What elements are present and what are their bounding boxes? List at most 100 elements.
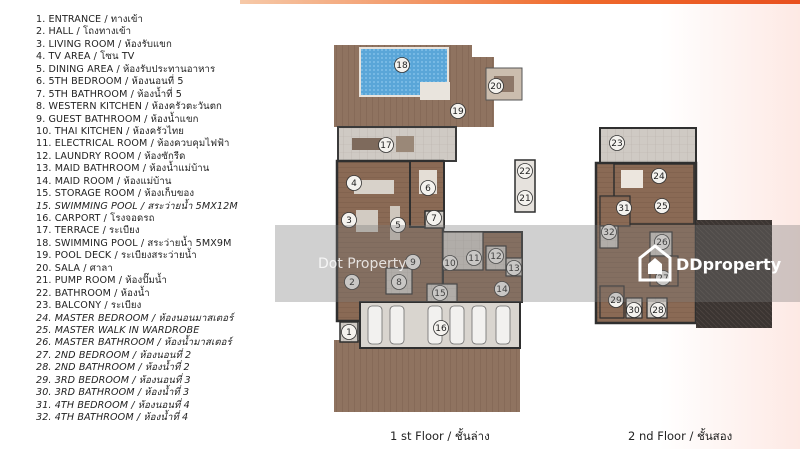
room-marker-circle [517,163,533,179]
terrace-sofa [396,136,414,152]
room-marker-circle [426,210,442,226]
room-number-label: 23 [611,139,622,149]
room-number-label: 3 [346,216,352,226]
top-accent-bar [240,0,800,4]
room-number-label: 14 [496,285,508,295]
room-number-label: 11 [468,254,479,264]
room-number-label: 30 [628,306,640,316]
legend-item: 9. GUEST BATHROOM / ห้องน้ำแขก [36,113,199,125]
second-floor-caption: 2 nd Floor / ชั้นสอง [628,429,733,443]
first-floor-caption: 1 st Floor / ชั้นล่าง [390,429,490,443]
room-number-label: 25 [656,202,667,212]
room-number-label: 29 [610,296,622,306]
room-marker-circle [391,274,407,290]
room-number-label: 5 [395,221,401,231]
room-marker-circle [466,250,482,266]
ddproperty-logo-icon [638,244,672,282]
room-marker-circle [341,212,357,228]
legend-item: 27. 2ND BEDROOM / ห้องนอนที่ 2 [36,349,192,361]
legend-item: 15. STORAGE ROOM / ห้องเก็บของ [36,188,195,200]
room-marker-circle [341,324,357,340]
legend-item: 10. THAI KITCHEN / ห้องครัวไทย [36,125,185,137]
room-number-label: 22 [519,167,530,177]
room-marker-circle [654,234,670,250]
legend-item: 11. ELECTRICAL ROOM / ห้องควบคุมไฟฟ้า [36,138,230,150]
room-marker-circle [420,180,436,196]
room-marker-circle [506,260,522,276]
room-marker-circle [488,248,504,264]
room-marker-circle [344,274,360,290]
room-number-label: 17 [380,141,391,151]
room-number-label: 1 [346,328,352,338]
legend-item: 25. MASTER WALK IN WARDROBE [36,324,200,336]
legend-item: 12. LAUNDRY ROOM / ห้องซักรีด [36,150,186,162]
legend-item: 16. CARPORT / โรงจอดรถ [36,213,155,224]
legend-item: 18. SWIMMING POOL / สระว่ายน้ำ 5MX9M [36,237,232,249]
room-marker-circle [433,320,449,336]
legend-item: 20. SALA / ศาลา [36,262,113,274]
room-marker-circle [494,281,510,297]
room-number-label: 26 [656,238,668,248]
legend-item: 29. 3RD BEDROOM / ห้องนอนที่ 3 [36,374,191,386]
room-marker-circle [378,137,394,153]
legend-item: 26. MASTER BATHROOM / ห้องน้ำมาสเตอร์ [36,337,232,349]
legend-item: 19. POOL DECK / ระเบียงสระว่ายน้ำ [36,250,197,262]
room-marker-circle [432,285,448,301]
room-marker-circle [609,135,625,151]
ddproperty-watermark: DDproperty [676,255,782,274]
room-number-label: 7 [431,214,437,224]
driveway [334,340,520,412]
terrace-table [352,138,386,150]
tv-sofa [354,180,394,194]
roof [696,220,772,328]
room-marker-circle [346,175,362,191]
room-marker-circle [626,302,642,318]
watermark-band [275,225,800,302]
legend-item: 15. SWIMMING POOL / สระว่ายน้ำ 5MX12M [36,200,238,212]
legend-item: 1. ENTRANCE / ทางเข้า [36,14,144,25]
legend-item: 8. WESTERN KITCHEN / ห้องครัวตะวันตก [36,101,222,113]
room-marker-circle [405,254,421,270]
room-number-label: 16 [435,324,447,334]
room-marker-circle [488,78,504,94]
legend-item: 17. TERRACE / ระเบียง [36,225,140,237]
room-number-label: 8 [396,278,402,288]
legend-item: 30. 3RD BATHROOM / ห้องน้ำที่ 3 [36,387,190,399]
room-number-label: 13 [508,264,519,274]
legend-item: 6. 5TH BEDROOM / ห้องนอนที่ 5 [36,76,184,88]
room-number-label: 28 [652,306,664,316]
room-number-label: 32 [603,228,614,238]
room-number-label: 18 [396,61,408,71]
living-sofa [356,210,378,232]
room-number-label: 4 [351,179,357,189]
room-marker-circle [390,217,406,233]
room-marker-circle [517,190,533,206]
room-number-label: 12 [490,252,501,262]
legend-item: 21. PUMP ROOM / ห้องปั๊มน้ำ [36,275,167,287]
legend-item: 31. 4TH BEDROOM / ห้องนอนที่ 4 [36,399,190,411]
legend-item: 24. MASTER BEDROOM / ห้องนอนมาสเตอร์ [36,312,234,324]
legend-item: 14. MAID ROOM / ห้องแม่บ้าน [36,175,172,187]
cars [367,305,511,345]
room-number-label: 21 [519,194,530,204]
room-number-label: 15 [434,289,445,299]
legend-item: 28. 2ND BATHROOM / ห้องน้ำที่ 2 [36,362,190,374]
legend-item: 23. BALCONY / ระเบียง [36,300,142,312]
room-marker-circle [450,103,466,119]
legend-item: 4. TV AREA / โซน TV [36,51,135,63]
room-marker-circle [650,302,666,318]
room-number-label: 31 [618,204,629,214]
room-marker-circle [442,255,458,271]
room-number-label: 24 [653,172,665,182]
room-marker-circle [654,198,670,214]
legend-item: 32. 4TH BATHROOM / ห้องน้ำที่ 4 [36,412,189,423]
legend-item: 2. HALL / โถงทางเข้า [36,26,132,38]
room-number-label: 2 [349,278,355,288]
room-marker-circle [394,57,410,73]
room-marker-circle [608,292,624,308]
legend-item: 22. BATHROOM / ห้องน้ำ [36,287,150,299]
room-number-label: 6 [425,184,431,194]
room-marker-circle [651,168,667,184]
